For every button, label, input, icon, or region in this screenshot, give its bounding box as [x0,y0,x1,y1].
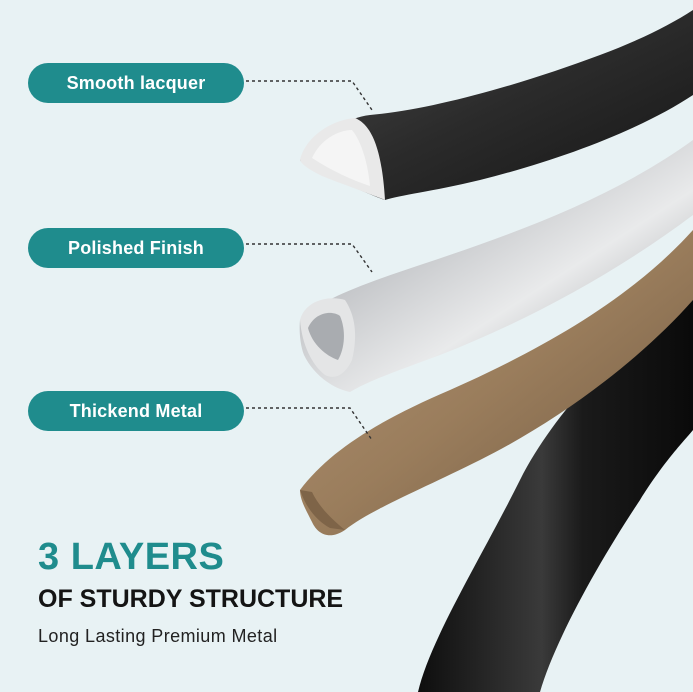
leader-line-3 [246,407,373,441]
leader-line-1 [246,80,373,111]
layer-lacquer-shape [300,10,693,200]
tagline: Long Lasting Premium Metal [38,626,278,646]
label-smooth-lacquer: Smooth lacquer [28,63,244,103]
label-polished-finish: Polished Finish [28,228,244,268]
subheadline: OF STURDY STRUCTURE [38,585,344,613]
tube-base [418,280,693,692]
headline: 3 LAYERS [38,536,225,578]
label-thickend-metal: Thickend Metal [28,391,244,431]
leader-line-2 [246,243,373,273]
layer-metal-shape [300,230,693,536]
layer-polished-shape [299,140,693,392]
